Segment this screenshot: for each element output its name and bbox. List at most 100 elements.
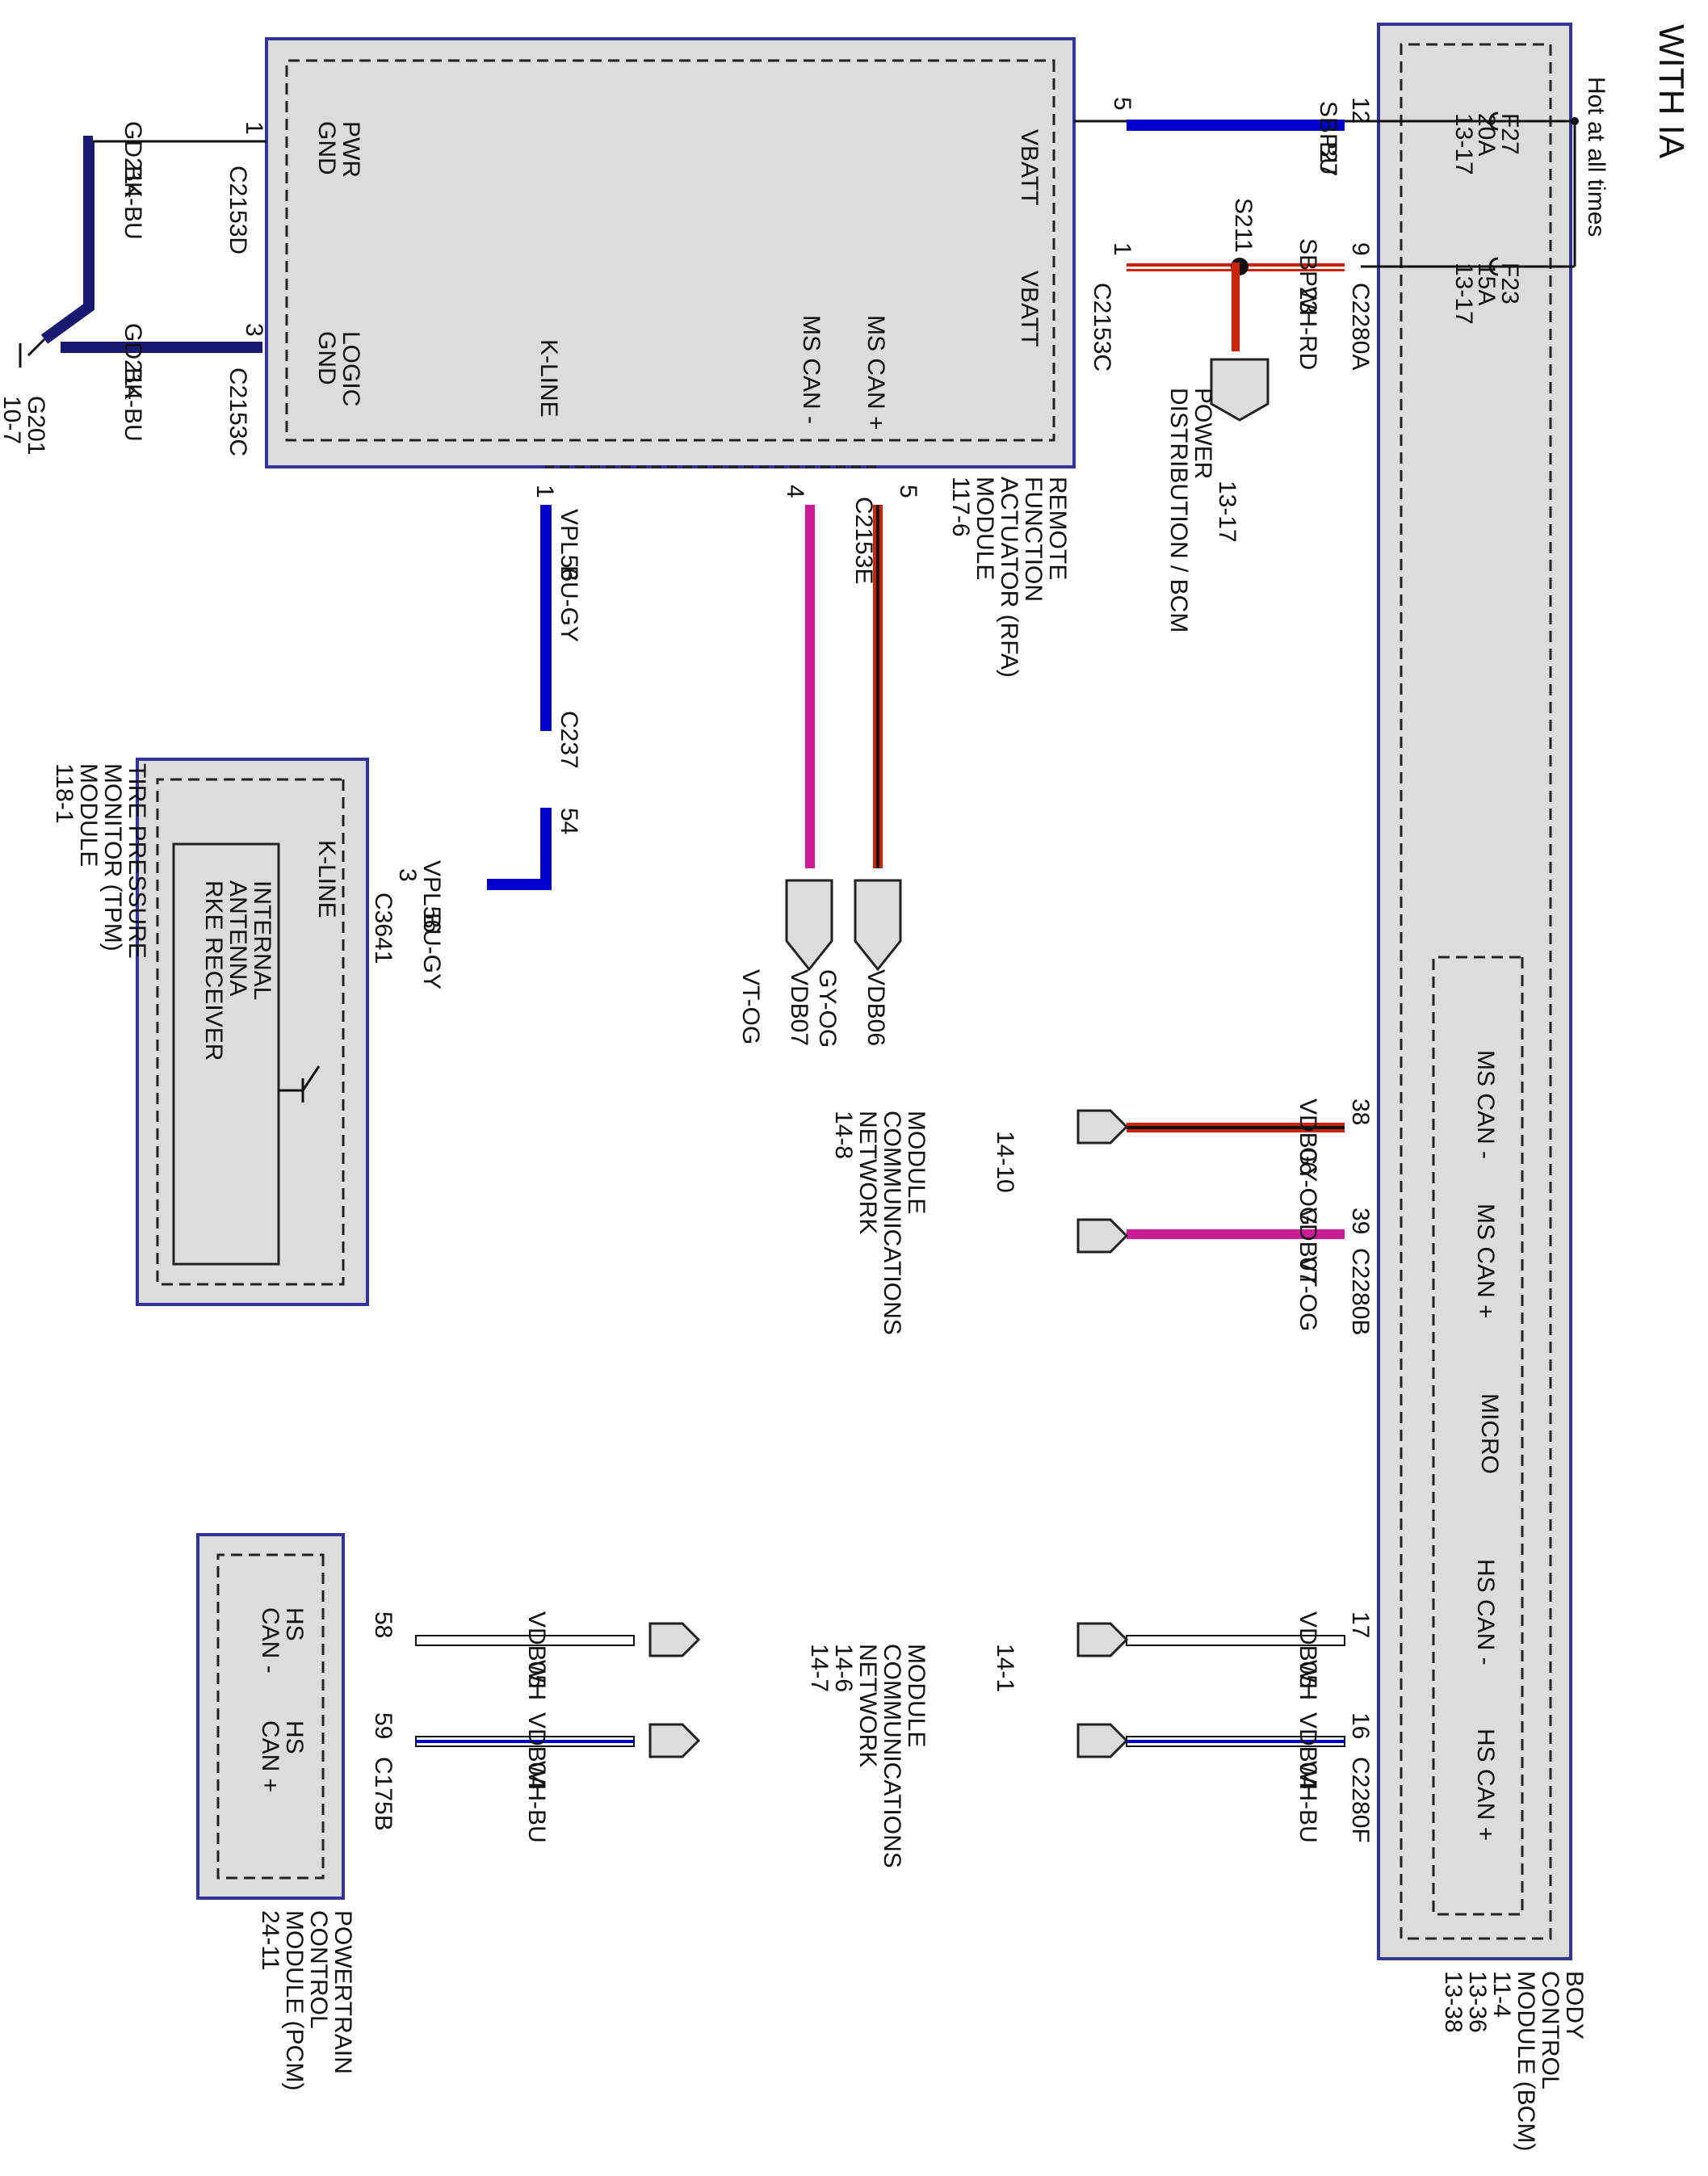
vdb05-bcm-circuit: VDB05 <box>1295 1611 1321 1688</box>
rfa-name-label: REMOTE FUNCTION ACTUATOR (RFA) MODULE 11… <box>947 477 1071 678</box>
rfa-pin-logic-gnd: LOGIC GND <box>313 331 364 406</box>
svg-text:COMMUNICATIONS: COMMUNICATIONS <box>879 1644 905 1868</box>
svg-text:MODULE (PCM): MODULE (PCM) <box>281 1910 308 2090</box>
svg-text:PWR: PWR <box>338 121 364 178</box>
vdb07-rfa-wire <box>805 505 815 868</box>
connector-c2153d: C2153D <box>225 166 251 254</box>
svg-text:CONTROL: CONTROL <box>1537 1971 1563 2090</box>
rfa-pin-pwr-gnd: PWR GND <box>313 121 364 178</box>
bcm-pin-ms-can-minus: MS CAN - <box>1472 1050 1499 1159</box>
svg-text:POWER: POWER <box>1190 388 1216 479</box>
power-distribution-connector <box>1210 358 1269 422</box>
gd214-bottom-pin: 3 <box>241 323 267 337</box>
splice-branch-wire <box>1232 263 1240 351</box>
pcm-module-box <box>196 1533 345 1900</box>
svg-text:13-17: 13-17 <box>1214 481 1240 543</box>
svg-text:G201: G201 <box>23 396 49 455</box>
ms-plus-network-connector <box>854 879 902 972</box>
rfa-pin-kline: K-LINE <box>535 339 562 418</box>
svg-text:MONITOR (TPM): MONITOR (TPM) <box>99 763 126 951</box>
rfa-module-box <box>265 37 1076 468</box>
svg-text:CAN -: CAN - <box>257 1607 283 1674</box>
svg-text:ACTUATOR (RFA): ACTUATOR (RFA) <box>996 477 1022 678</box>
svg-text:10-7: 10-7 <box>0 396 25 444</box>
gd214-bottom-color: BK-BU <box>120 368 146 442</box>
tpm-vpl56-circuit: VPL56 <box>418 860 445 933</box>
rfa-pin-vbatt-2: VBATT <box>1016 271 1043 347</box>
svg-text:FUNCTION: FUNCTION <box>1020 477 1047 602</box>
rail-junction-dot <box>1571 117 1579 125</box>
svg-text:15A: 15A <box>1473 263 1500 305</box>
svg-text:13-17: 13-17 <box>1450 113 1477 175</box>
rfa-inner-boundary <box>285 59 1055 442</box>
vpl56-wire <box>540 505 552 731</box>
rfa-pin-vbatt-1: VBATT <box>1016 129 1043 205</box>
tpm-vpl56-color: BU-GY <box>418 913 445 989</box>
svg-text:MODULE (BCM): MODULE (BCM) <box>1513 1971 1539 2151</box>
svg-text:F23: F23 <box>1496 263 1523 305</box>
vdb05-pcm-color: WH <box>523 1660 550 1700</box>
vdb06-bcm-stripe <box>1127 1126 1345 1129</box>
vdb05-pcm-circuit: VDB05 <box>523 1611 550 1688</box>
svg-text:CAN +: CAN + <box>257 1720 283 1792</box>
bcm-pin-16: 16 <box>1347 1712 1374 1739</box>
svg-text:LOGIC: LOGIC <box>338 331 364 406</box>
connector-c2153c-vbatt: C2153C <box>1089 283 1115 372</box>
vdb07-bcm-color: VT-OG <box>1295 1256 1321 1331</box>
vdb06-bcm-connector <box>1076 1109 1129 1145</box>
svg-text:MODULE: MODULE <box>903 1111 930 1214</box>
svg-text:24-11: 24-11 <box>257 1910 283 1971</box>
vdb04-bcm-stripe <box>1127 1740 1345 1743</box>
tpm-name-label: TIRE PRESSURE MONITOR (TPM) MODULE 118-1 <box>51 763 150 959</box>
sbp27-wire <box>1127 120 1345 131</box>
c237-pin: 54 <box>556 808 582 834</box>
bcm-name-label: BODY CONTROL MODULE (BCM) 11-4 13-36 13-… <box>1440 1971 1588 2151</box>
sbp23-bcm-pin: 9 <box>1347 242 1374 256</box>
tpm-inner-boundary <box>156 778 345 1286</box>
vdb06-rfa-circuit: VDB06 <box>862 969 889 1046</box>
svg-text:INTERNAL: INTERNAL <box>249 880 275 1000</box>
ms-network-ref-bcm: 14-10 <box>992 1131 1018 1193</box>
svg-text:BODY: BODY <box>1561 1971 1588 2039</box>
rfa-pin-ms-can-minus: MS CAN - <box>798 315 825 424</box>
connector-c2280a: C2280A <box>1347 283 1374 370</box>
bcm-micro-boundary <box>1432 956 1524 1916</box>
svg-text:F27: F27 <box>1496 113 1523 155</box>
svg-text:REMOTE: REMOTE <box>1044 477 1071 580</box>
svg-text:13-38: 13-38 <box>1440 1971 1467 2033</box>
svg-text:13-17: 13-17 <box>1450 263 1477 325</box>
svg-text:11-4: 11-4 <box>1488 1971 1515 2018</box>
diagram-title: WITH IA <box>1651 24 1691 159</box>
sbp23-rfa-pin: 1 <box>1109 242 1135 256</box>
vdb06-bcm-color: GY-OG <box>1295 1147 1321 1225</box>
pcm-name-label: POWERTRAIN CONTROL MODULE (PCM) 24-11 <box>257 1910 356 2090</box>
ms-plus-rfa-pin: 5 <box>895 485 921 498</box>
svg-text:MODULE: MODULE <box>972 477 998 580</box>
tpm-pin-kline: K-LINE <box>313 840 340 918</box>
hot-at-all-times-label: Hot at all times <box>1583 77 1609 237</box>
fuse-f23-label: F23 15A 13-17 <box>1450 263 1523 325</box>
svg-text:GND: GND <box>313 121 340 175</box>
antenna-icon <box>279 1065 321 1103</box>
vdb05-pcm-connector <box>648 1622 701 1657</box>
hs-network-ref-bcm: 14-1 <box>992 1644 1018 1692</box>
gd214-bottom-circuit: GD214 <box>120 323 146 400</box>
bcm-inner-boundary <box>1400 43 1552 1940</box>
vdb07-bcm-wire <box>1127 1229 1345 1239</box>
connector-c2153c-gnd: C2153C <box>225 368 251 456</box>
sbp27-circuit-label: SBP27 <box>1315 101 1341 176</box>
vdb05-pcm-wire <box>415 1635 635 1646</box>
bcm-pin-hs-can-plus: HS CAN + <box>1472 1729 1499 1841</box>
pcm-pin-59: 59 <box>370 1712 397 1739</box>
pcm-pin-hs-can-plus: HS CAN + <box>257 1720 308 1792</box>
vdb04-bcm-color: WH-BU <box>1295 1761 1321 1843</box>
vpl56-color-label: BU-GY <box>556 565 582 642</box>
svg-text:14-6: 14-6 <box>830 1644 857 1692</box>
connector-c2153e: C2153E <box>850 497 877 584</box>
svg-text:20A: 20A <box>1473 113 1500 156</box>
bcm-micro-label: MICRO <box>1476 1393 1503 1474</box>
svg-text:GND: GND <box>313 331 340 385</box>
ground-g201-label: G201 10-7 <box>0 396 49 455</box>
svg-text:POWERTRAIN: POWERTRAIN <box>329 1910 356 2074</box>
